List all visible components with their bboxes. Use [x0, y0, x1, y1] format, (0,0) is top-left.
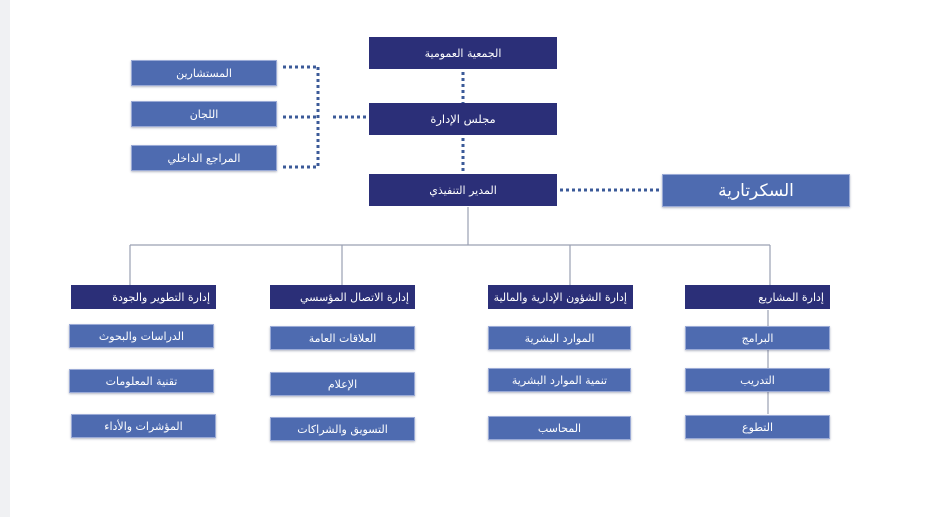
unit-programs: البرامج: [685, 326, 830, 350]
advisors-box: المستشارين: [131, 60, 277, 86]
committees-box: اللجان: [131, 101, 277, 127]
unit-marketing-partnerships: التسويق والشراكات: [270, 417, 415, 441]
unit-human-resources: الموارد البشرية: [488, 326, 631, 350]
secretariat-box: السكرتارية: [662, 174, 850, 207]
dept-admin-finance-header: إدارة الشؤون الإدارية والمالية: [488, 285, 633, 309]
unit-information-technology: تقنية المعلومات: [69, 369, 214, 393]
unit-public-relations: العلاقات العامة: [270, 326, 415, 350]
dept-development-quality-header: إدارة التطوير والجودة: [71, 285, 216, 309]
board-box: مجلس الإدارة: [369, 103, 557, 135]
dept-projects-header: إدارة المشاريع: [685, 285, 830, 309]
general-assembly-box: الجمعية العمومية: [369, 37, 557, 69]
unit-volunteering: التطوع: [685, 415, 830, 439]
dept-communication-header: إدارة الاتصال المؤسسي: [270, 285, 415, 309]
unit-indicators-performance: المؤشرات والأداء: [71, 414, 216, 438]
unit-studies-research: الدراسات والبحوث: [69, 324, 214, 348]
unit-hr-development: تنمية الموارد البشرية: [488, 368, 631, 392]
executive-director-box: المدير التنفيذي: [369, 174, 557, 206]
unit-training: التدريب: [685, 368, 830, 392]
internal-auditor-box: المراجع الداخلي: [131, 145, 277, 171]
unit-media: الإعلام: [270, 372, 415, 396]
unit-accountant: المحاسب: [488, 416, 631, 440]
left-margin-strip: [0, 0, 10, 517]
